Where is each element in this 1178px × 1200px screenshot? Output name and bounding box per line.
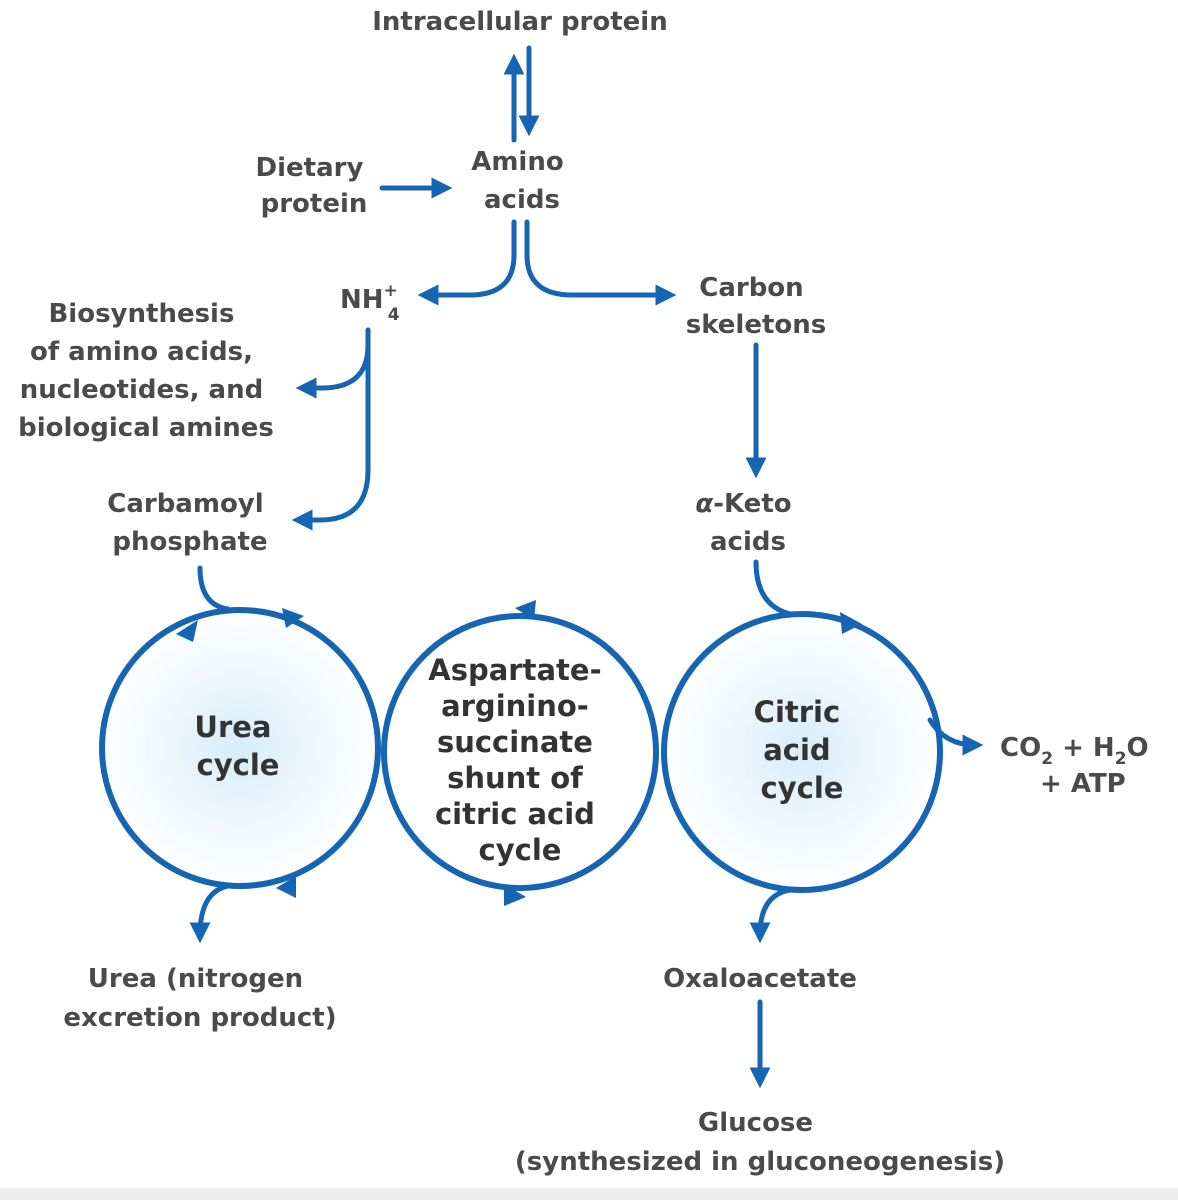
bottom-band — [0, 1188, 1178, 1200]
arrow-citric-cycle-to-oxaloacetate — [749, 887, 793, 944]
label-citric-acid-cycle: Citric acid cycle — [754, 695, 851, 805]
label-co2-h2o-atp: CO2 + H2O + ATP — [1000, 733, 1158, 799]
label-urea-cycle: Urea cycle — [194, 710, 281, 782]
label-biosynthesis: Biosynthesis of amino acids, nucleotides… — [18, 299, 274, 443]
arrow-urea-cycle-to-urea — [189, 883, 231, 944]
urea-cycle-circle — [99, 607, 381, 889]
label-urea-product: Urea (nitrogen excretion product) — [63, 964, 336, 1033]
arrow-nh4-to-carbamoyl — [291, 327, 371, 531]
arrow-nh4-to-biosynthesis — [295, 327, 371, 399]
arrow-carbamoyl-into-urea-cycle — [197, 565, 231, 612]
label-alpha-keto-acids: α-Keto acids — [695, 489, 800, 557]
label-carbon-skeletons: Carbon skeletons — [686, 273, 827, 340]
arrow-citric-cycle-to-co2 — [927, 717, 984, 756]
label-nh4: NH+4 — [340, 281, 400, 325]
urea-cycle-arrow-top — [282, 608, 304, 628]
shunt-arrow-bottom — [504, 884, 526, 906]
arrow-amino-to-carbon — [524, 219, 677, 306]
citric-acid-cycle-circle — [661, 611, 943, 893]
urea-cycle-arrow-bottom — [276, 876, 296, 898]
citric-acid-cycle-glow — [664, 614, 940, 890]
label-oxaloacetate: Oxaloacetate — [663, 964, 857, 994]
citric-cycle-arrow-top — [840, 612, 862, 634]
urea-cycle-glow — [102, 610, 378, 886]
label-intracellular-protein: Intracellular protein — [372, 7, 667, 37]
shunt-cycle-circle — [381, 613, 659, 891]
label-carbamoyl-phosphate: Carbamoyl phosphate — [107, 489, 272, 557]
label-dietary-protein: Dietary protein — [256, 153, 373, 219]
arrow-amino-to-nh4 — [417, 219, 517, 306]
label-glucose: Glucose (synthesized in gluconeogenesis) — [515, 1108, 1005, 1177]
urea-cycle-arrow-top-left — [176, 620, 198, 642]
cycle-direction-arrows — [176, 600, 862, 906]
label-shunt: Aspartate- arginino- succinate shunt of … — [428, 653, 611, 867]
label-amino-acids: Amino acids — [471, 147, 573, 215]
shunt-arrow-top — [515, 600, 536, 620]
arrow-keto-into-citric-cycle — [753, 559, 793, 617]
